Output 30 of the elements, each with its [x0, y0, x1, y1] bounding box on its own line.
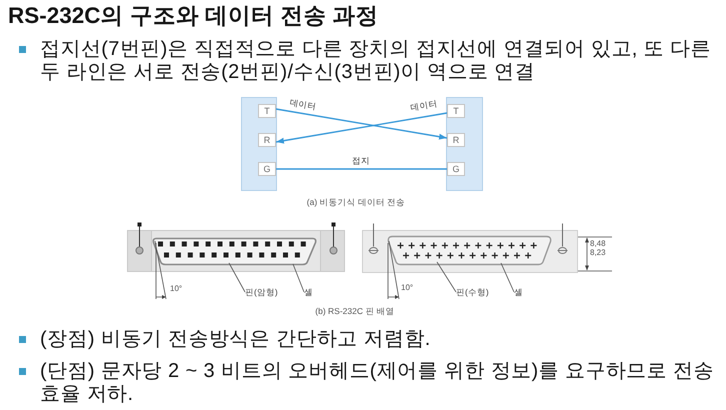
connector-line [276, 168, 447, 170]
bullet-text: (장점) 비동기 전송방식은 간단하고 저렴함. [40, 328, 432, 350]
leader-line [228, 262, 246, 292]
part-label: 핀(암형) [245, 287, 278, 297]
bullet-text: 접지선(7번핀)은 직접적으로 다른 장치의 접지선에 연결되어 있고, 또 다른 두 라인은 서로 전송(2번핀)/수신(3번핀)이 역으로 연결 [40, 38, 712, 84]
dimension-label: 10° [401, 283, 414, 292]
dimension-label: 8,48 [590, 239, 606, 248]
title: RS-232C의 구조와 데이터 전송 과정 [8, 2, 379, 30]
edge-label: 접지 [351, 156, 371, 166]
part-label: 핀(수형) [456, 287, 489, 297]
leader-line [500, 262, 514, 292]
dimension-label: 8,23 [590, 248, 606, 257]
leader-line [292, 264, 304, 292]
figure-caption: (b) RS-232C 핀 배열 [315, 306, 395, 316]
bullet-text: (단점) 문자당 2 ~ 3 비트의 오버헤드(제어를 위한 정보)를 요구하므로 전송 효율 저하. [40, 360, 715, 406]
pin-box: T [447, 104, 465, 118]
leader-line [436, 262, 456, 292]
dimension-label: 10° [170, 284, 182, 293]
pin-box: G [447, 162, 465, 176]
pin-box: T [258, 104, 276, 118]
pin-box: G [258, 162, 276, 176]
edge-label: 데이터 [288, 98, 318, 112]
device-panel [241, 97, 277, 191]
edge-label: 데이터 [408, 99, 440, 113]
part-label: 셸 [514, 287, 523, 297]
pin-box: R [447, 133, 465, 147]
part-label: 셸 [304, 287, 313, 297]
device-panel [446, 97, 483, 191]
pin-box: R [258, 133, 276, 147]
figure-caption: (a) 비동기식 데이터 전송 [306, 197, 406, 207]
